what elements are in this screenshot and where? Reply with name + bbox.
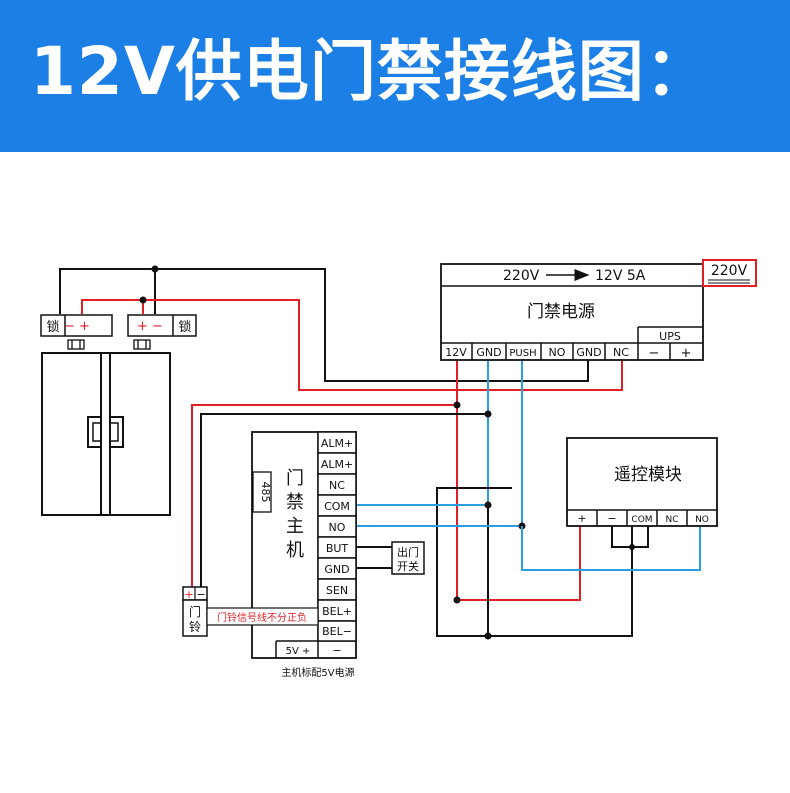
wire-lock-ground	[59, 268, 589, 382]
wire-doorbell-plus	[191, 404, 457, 589]
svg-text:机: 机	[286, 540, 304, 561]
remote-terminal-com: COM	[631, 515, 652, 525]
doorbell-plus: +	[184, 588, 193, 601]
port-485-label: 485	[259, 482, 272, 503]
power-output-rating: 12V 5A	[595, 268, 646, 284]
doorbell-note-text: 门铃信号线不分正负	[217, 611, 307, 624]
terminal-com: COM	[324, 500, 350, 513]
exit-button-line1: 出门	[397, 545, 419, 559]
lock-right: + − 锁	[127, 314, 197, 337]
terminal-5v-minus: −	[332, 644, 341, 657]
lock-armature-right	[133, 339, 151, 350]
terminal-alm-plus-1: ALM+	[321, 437, 353, 450]
controller-title: 门 禁 主 机	[286, 468, 304, 561]
terminal-gnd-2: GND	[576, 346, 601, 359]
remote-terminal-minus: −	[607, 512, 616, 525]
ups-plus: +	[681, 346, 692, 361]
power-supply-title: 门禁电源	[527, 302, 595, 322]
terminal-bel-plus: BEL+	[322, 605, 352, 618]
power-input-voltage: 220V	[503, 268, 540, 284]
page-title: 12V供电门禁接线图：	[30, 33, 712, 110]
exit-button: 出门 开关	[391, 541, 425, 575]
svg-text:主: 主	[286, 516, 304, 537]
wire-common-frame	[436, 487, 633, 637]
lock-left-label: 锁	[46, 319, 59, 335]
lock-left: 锁 − +	[40, 314, 113, 337]
controller-terminal-block: ALM+ ALM+ NC COM NO BUT GND SEN BEL+ BEL…	[317, 431, 357, 642]
svg-text:门: 门	[286, 468, 304, 489]
junction-dot	[484, 410, 492, 418]
terminal-alm-plus-2: ALM+	[321, 458, 353, 471]
terminal-nc: NC	[329, 479, 345, 492]
power-supply: 220V 12V 5A 门禁电源 12V GND PUSH NO GND NC …	[440, 263, 704, 361]
terminal-bel-minus: BEL−	[322, 625, 352, 638]
remote-module-title: 遥控模块	[614, 465, 682, 485]
controller-power-note: 主机标配5V电源	[281, 666, 354, 679]
terminal-sen: SEN	[326, 584, 348, 597]
wire-lock-positive	[81, 299, 623, 391]
remote-terminal-no: NO	[695, 515, 709, 525]
exit-button-line2: 开关	[397, 559, 419, 573]
lock-right-label: 锁	[178, 319, 191, 335]
doorbell-minus: −	[196, 588, 205, 601]
wire-no	[355, 358, 523, 527]
ups-label: UPS	[659, 330, 681, 343]
lock-right-polarity: + −	[137, 319, 163, 334]
lock-left-polarity: − +	[64, 319, 90, 334]
junction-dot	[453, 401, 461, 409]
title-banner: 12V供电门禁接线图：	[0, 0, 790, 152]
wire-push-remote	[521, 524, 701, 571]
wire-remote-plus	[457, 524, 581, 601]
mains-input-tag: 220V	[702, 259, 757, 287]
terminal-no: NO	[549, 346, 566, 359]
remote-terminal-nc: NC	[665, 515, 678, 525]
remote-module: 遥控模块 + − COM NC NO	[566, 437, 718, 527]
terminal-gnd: GND	[324, 563, 349, 576]
junction-dot	[151, 265, 159, 273]
lock-armature-left	[67, 339, 85, 350]
terminal-nc: NC	[613, 346, 629, 359]
junction-dot	[453, 596, 461, 604]
mains-input-label: 220V	[711, 263, 748, 279]
terminal-push: PUSH	[509, 348, 536, 359]
remote-terminal-plus: +	[577, 512, 586, 525]
terminal-no: NO	[329, 521, 346, 534]
svg-text:禁: 禁	[286, 492, 304, 513]
doorbell-note: 门铃信号线不分正负	[206, 607, 319, 626]
doorbell: + − 门 铃	[182, 586, 208, 637]
wire-doorbell-minus	[200, 413, 488, 589]
terminal-5v-plus: 5V +	[286, 646, 311, 657]
doorbell-char-2: 铃	[189, 619, 201, 634]
wire-remote-bridge	[611, 524, 649, 548]
double-door	[41, 352, 171, 516]
terminal-gnd: GND	[476, 346, 501, 359]
terminal-but: BUT	[326, 542, 349, 555]
junction-dot	[139, 296, 147, 304]
doorbell-char-1: 门	[189, 604, 201, 619]
junction-dot	[629, 544, 635, 550]
ups-minus: −	[649, 346, 660, 361]
terminal-12v: 12V	[445, 346, 467, 359]
junction-dot	[484, 501, 492, 509]
